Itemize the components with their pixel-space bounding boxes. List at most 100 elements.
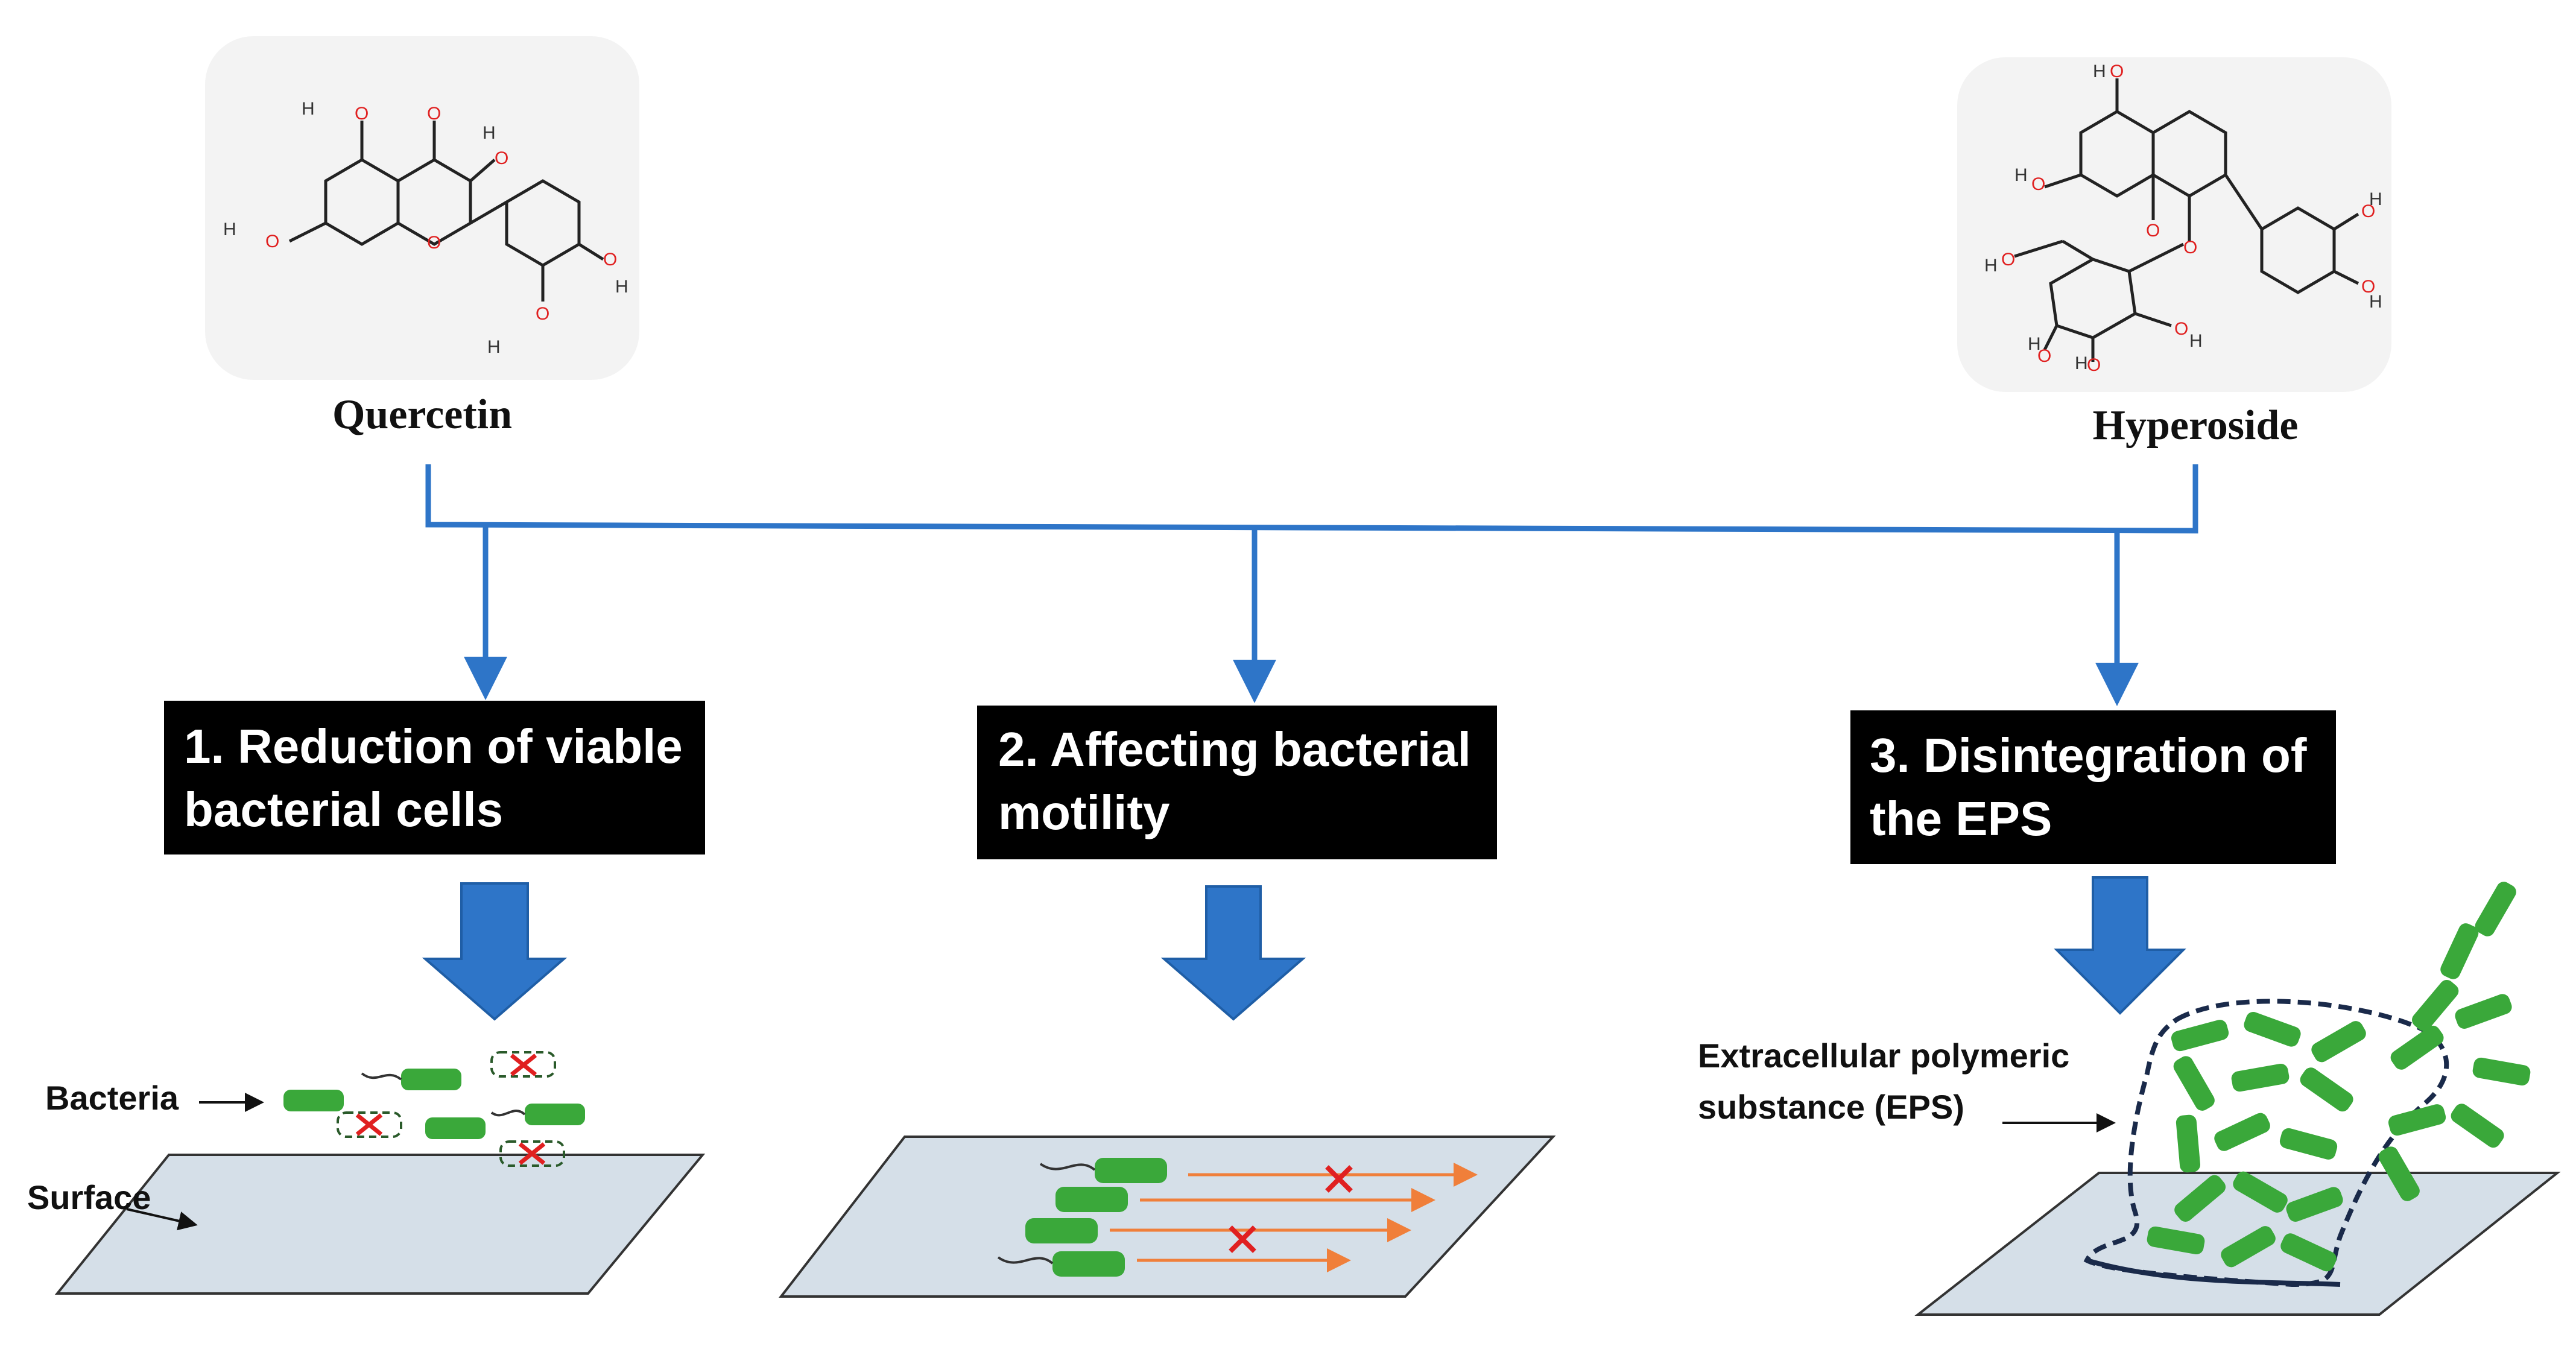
dead-bacterium [490, 1051, 556, 1078]
atom-label: O [2037, 346, 2051, 366]
bacterium [2451, 1104, 2504, 1148]
atom-label: H [2369, 189, 2382, 209]
atom-label: O [2146, 221, 2160, 241]
atom-label: H [302, 99, 315, 119]
eps-bacteria-cluster [2147, 882, 2531, 1272]
bacterium [2378, 1146, 2420, 1201]
step-3-line-1: 3. Disintegration of [1870, 728, 2307, 782]
eps-label-line-2: substance (EPS) [1698, 1088, 1964, 1126]
cross-icon [355, 1113, 383, 1136]
atom-label: H [1984, 256, 1998, 276]
bacterium [2388, 1104, 2446, 1136]
atom-label: H [2093, 62, 2106, 81]
panel-3-illustration: Extracellular polymeric substance (EPS) [1698, 882, 2561, 1316]
flagellum [490, 1110, 526, 1117]
block-arrow-1-icon [422, 882, 568, 1021]
bacterium [2475, 882, 2516, 937]
hyperoside-structure-icon [2014, 78, 2359, 362]
atom-label: H [487, 337, 501, 357]
cross-icon [1325, 1165, 1353, 1193]
bacterium [1095, 1158, 1167, 1183]
step-box-3: 3. Disintegration of the EPS [1850, 710, 2336, 864]
flagellum [997, 1256, 1054, 1265]
bacterium [2171, 1020, 2229, 1052]
atom-label: O [265, 232, 279, 251]
atom-label: O [355, 104, 369, 124]
atom-label: O [2361, 277, 2375, 297]
cross-icon [518, 1142, 546, 1165]
flagellum [1039, 1163, 1096, 1171]
bacterium [2244, 1011, 2301, 1047]
block-arrow-2-icon [1160, 885, 1306, 1021]
step-box-1: 1. Reduction of viable bacterial cells [164, 701, 705, 854]
eps-base-outline [2086, 1258, 2341, 1287]
atom-label: O [427, 104, 441, 124]
atom-label: O [2183, 238, 2197, 257]
bacterium [2455, 994, 2512, 1029]
atom-label: O [2001, 250, 2015, 270]
cross-icon [510, 1053, 537, 1076]
atom-label: O [603, 250, 617, 270]
atom-label: H [2014, 165, 2028, 185]
bacterium [2286, 1187, 2343, 1222]
bacterium [2233, 1171, 2288, 1213]
atom-label: H [2369, 292, 2382, 312]
eps-label-line-1: Extracellular polymeric [1698, 1037, 2069, 1075]
panel-2-illustration [778, 1136, 1556, 1298]
dead-bacterium [337, 1111, 402, 1138]
atom-label: O [536, 304, 549, 324]
surface-plane [778, 1136, 1556, 1298]
bacterium [2173, 1056, 2215, 1111]
bacterium [2472, 1057, 2531, 1086]
quercetin-structure-background [205, 36, 639, 380]
bacterium [2311, 1021, 2366, 1063]
surface-plane [54, 1154, 706, 1295]
quercetin-panel: O O O O O O O H H H H H Quercetin [205, 36, 639, 438]
bacterium [2221, 1226, 2276, 1268]
hyperoside-panel: O O O O O O O O O O H H H H H H H H Hype… [1957, 57, 2391, 449]
quercetin-structure-icon [288, 121, 604, 302]
atom-label: H [2189, 331, 2203, 351]
panel-1-illustration: Bacteria Surface [27, 1051, 706, 1295]
block-arrow-3-icon [2054, 876, 2186, 1015]
flagellum [361, 1072, 402, 1081]
atom-label: O [495, 148, 508, 168]
bacterium [2176, 1114, 2201, 1173]
bacterium [2412, 979, 2459, 1031]
bacterium [1052, 1251, 1125, 1277]
bacterium [525, 1104, 585, 1125]
bacterium [2174, 1175, 2226, 1222]
dead-bacterium [499, 1140, 565, 1167]
atom-label: O [2087, 355, 2101, 375]
bacterium [2147, 1226, 2205, 1255]
cross-icon [1229, 1225, 1256, 1253]
step-1-line-2: bacterial cells [184, 783, 503, 836]
step-1-line-1: 1. Reduction of viable [184, 719, 683, 773]
atom-label: H [2028, 334, 2041, 354]
bacterium [2214, 1113, 2270, 1151]
connector-lines [425, 464, 2198, 706]
atom-label: O [2031, 174, 2045, 194]
bacterium [2279, 1128, 2338, 1160]
atom-label: O [2110, 62, 2124, 81]
bacteria-label: Bacteria [45, 1079, 179, 1117]
atom-label: H [2075, 353, 2088, 373]
bacterium [401, 1069, 461, 1090]
bacterium [2300, 1067, 2353, 1112]
bacterium [425, 1117, 486, 1139]
atom-label: H [223, 220, 236, 239]
atom-label: H [483, 123, 496, 143]
bacterium [2280, 1233, 2337, 1272]
bacterium [2440, 923, 2479, 979]
atom-label: O [2174, 319, 2188, 339]
connector-bracket [425, 464, 2198, 534]
bacterium [2231, 1063, 2290, 1092]
step-box-2: 2. Affecting bacterial motility [977, 706, 1497, 859]
atom-label: O [427, 233, 441, 253]
bacterium [283, 1090, 344, 1111]
atom-label: H [615, 277, 628, 297]
hyperoside-label: Hyperoside [2093, 402, 2299, 449]
bacterium [1025, 1218, 1098, 1243]
step-2-line-2: motility [998, 786, 1170, 839]
